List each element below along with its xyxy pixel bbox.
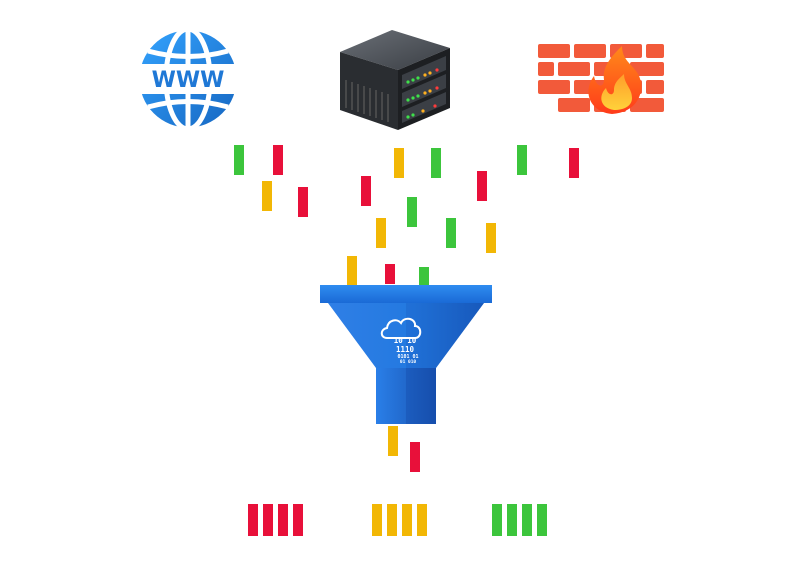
log-bar-red <box>273 145 283 175</box>
cloud-icon <box>380 317 422 339</box>
log-bar-red <box>298 187 308 217</box>
firewall-icon <box>538 44 664 114</box>
output-bar-red <box>293 504 303 536</box>
binary-code-line: 01 010 <box>400 359 417 365</box>
log-bar-green <box>431 148 441 178</box>
output-bar-green <box>522 504 532 536</box>
log-bar-red <box>569 148 579 178</box>
log-bar-yellow <box>486 223 496 253</box>
log-bar-yellow <box>394 148 404 178</box>
output-bar-yellow <box>372 504 382 536</box>
server-rack-icon <box>340 30 450 130</box>
log-bar-green <box>407 197 417 227</box>
output-group-red <box>248 504 303 536</box>
filtered-bar-yellow <box>388 426 398 456</box>
log-bar-green <box>419 267 429 285</box>
log-bar-green <box>234 145 244 175</box>
sorted-output-groups <box>248 504 547 536</box>
log-bar-red <box>361 176 371 206</box>
output-bar-red <box>278 504 288 536</box>
output-group-green <box>492 504 547 536</box>
binary-code-line: 10 10 <box>394 336 417 345</box>
binary-code-line: 0101 01 <box>397 354 418 360</box>
output-bar-yellow <box>387 504 397 536</box>
log-bar-green <box>446 218 456 248</box>
output-group-yellow <box>372 504 427 536</box>
output-bar-green <box>537 504 547 536</box>
filtered-bar-red <box>410 442 420 472</box>
log-bar-yellow <box>376 218 386 248</box>
output-bar-green <box>492 504 502 536</box>
filtered-log-stream <box>388 426 420 472</box>
output-bar-yellow <box>402 504 412 536</box>
log-bar-green <box>517 145 527 175</box>
log-bar-red <box>477 171 487 201</box>
www-label: WWW <box>152 68 225 93</box>
output-bar-red <box>263 504 273 536</box>
globe-icon: WWW <box>136 26 240 132</box>
output-bar-yellow <box>417 504 427 536</box>
log-bar-yellow <box>347 256 357 286</box>
log-bar-red <box>385 264 395 284</box>
output-bar-green <box>507 504 517 536</box>
incoming-log-stream <box>234 145 579 286</box>
log-bar-yellow <box>262 181 272 211</box>
output-bar-red <box>248 504 258 536</box>
binary-code-line: 1110 <box>396 345 415 354</box>
